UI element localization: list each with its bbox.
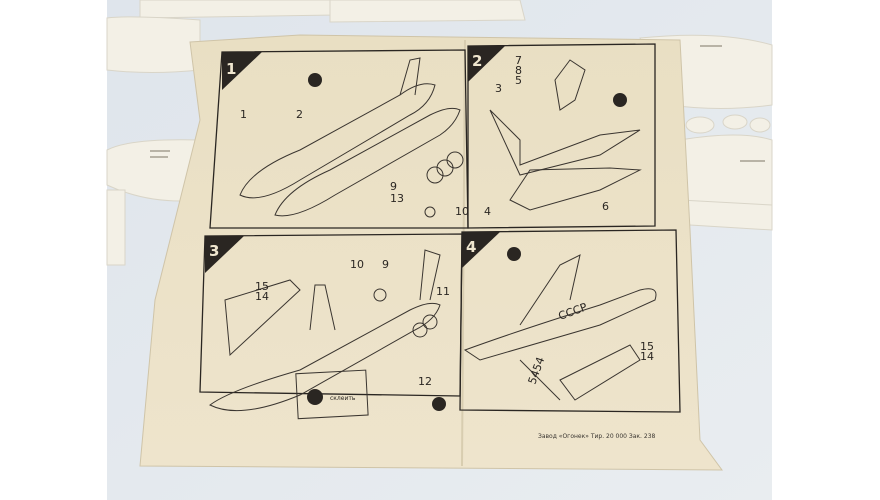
step-1-number: 1 [226,60,236,78]
svg-text:3: 3 [495,82,502,95]
glue-note: склеить [330,395,356,402]
svg-text:4: 4 [484,205,491,218]
svg-text:7: 7 [515,54,522,67]
panels [199,43,681,413]
panel-2 [467,43,656,229]
window-dots [150,45,765,162]
step-2-number: 2 [472,52,482,70]
imprint-text: Завод «Огонек» Тир. 20 000 Зак. 238 [538,433,656,440]
svg-text:14: 14 [255,290,269,303]
svg-text:9: 9 [382,258,389,271]
svg-text:5: 5 [515,74,522,87]
svg-text:15: 15 [640,340,654,353]
svg-text:10: 10 [455,205,469,218]
panel-4 [459,229,681,413]
svg-text:15: 15 [255,280,269,293]
part-label: 1 [240,108,247,121]
svg-text:10: 10 [350,258,364,271]
step-4-number: 4 [466,238,476,256]
svg-text:13: 13 [390,192,404,205]
step-3-number: 3 [209,242,219,260]
svg-text:6: 6 [602,200,609,213]
svg-text:9: 9 [390,180,397,193]
plastic-parts [106,0,773,266]
svg-text:14: 14 [640,350,654,363]
svg-text:11: 11 [436,285,450,298]
svg-text:12: 12 [418,375,432,388]
svg-text:8: 8 [515,64,522,77]
svg-text:2: 2 [296,108,303,121]
